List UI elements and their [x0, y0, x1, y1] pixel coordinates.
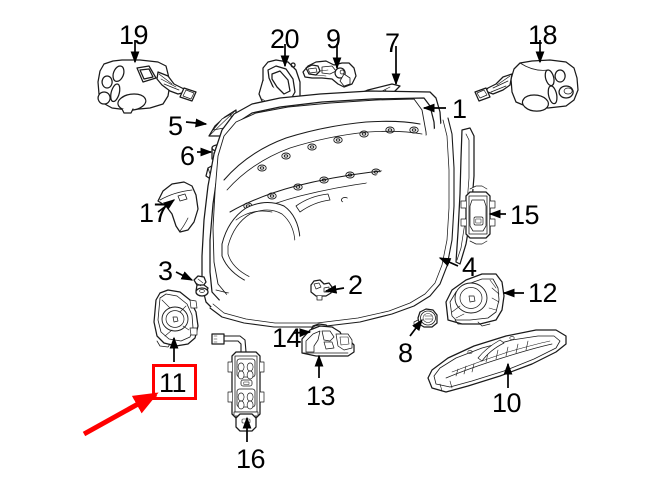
- part-18-right-mirror-assembly: [474, 59, 579, 112]
- highlight-box-callout-11: [152, 364, 197, 400]
- part-16-master-window-switch-panel: [211, 333, 265, 432]
- callout-number-3: 3: [158, 256, 173, 286]
- part-3-screw-fastener: [193, 275, 209, 297]
- callout-number-14: 14: [272, 323, 302, 353]
- highlight-pointer-arrow: [82, 391, 159, 437]
- callout-number-15: 15: [510, 200, 540, 230]
- callout-number-11: 11: [159, 368, 187, 398]
- part-17-corner-trim-cap: [157, 181, 199, 233]
- callout-number-5: 5: [168, 111, 183, 141]
- part-10-armrest-pull-handle-trim: [427, 329, 567, 393]
- callout-number-12: 12: [528, 278, 558, 308]
- highlight-arrow: [82, 391, 159, 437]
- part-20-mirror-sail-panel: [258, 59, 301, 111]
- callout-number-13: 13: [306, 381, 336, 411]
- callout-arrows-group: [130, 40, 545, 442]
- callout-number-19: 19: [119, 20, 149, 50]
- leader-arrow-5: [185, 118, 208, 128]
- part-19-left-mirror-assembly: [97, 59, 197, 114]
- callout-number-6: 6: [180, 141, 195, 171]
- callout-number-8: 8: [398, 338, 413, 368]
- callout-number-1: 1: [452, 94, 467, 124]
- callout-number-18: 18: [528, 20, 558, 50]
- leader-arrow-2: [324, 284, 345, 294]
- callout-number-2: 2: [348, 270, 363, 300]
- leader-arrow-3: [175, 271, 194, 281]
- leader-arrow-14: [293, 328, 312, 338]
- leader-arrow-4: [438, 257, 459, 267]
- leader-arrow-8: [409, 318, 423, 337]
- callout-number-20: 20: [270, 24, 300, 54]
- part-4-door-edge-seal: [209, 117, 455, 328]
- callout-number-17: 17: [139, 198, 169, 228]
- part-11-speaker-mount-bracket: [153, 289, 199, 348]
- callout-number-4: 4: [462, 252, 477, 282]
- leader-arrow-17: [157, 199, 176, 213]
- part-12-tweeter-speaker-housing: [445, 273, 505, 327]
- callout-number-7: 7: [385, 28, 400, 58]
- callout-number-16: 16: [236, 444, 266, 474]
- callout-number-10: 10: [492, 388, 522, 418]
- callout-number-9: 9: [326, 24, 341, 54]
- part-15-window-switch-single: [460, 185, 496, 245]
- part-9-latch-lever-linkage: [302, 60, 357, 88]
- part-8-airbag-emblem-cap: [413, 308, 438, 328]
- part-13-door-lock-actuator-bracket: [301, 325, 355, 357]
